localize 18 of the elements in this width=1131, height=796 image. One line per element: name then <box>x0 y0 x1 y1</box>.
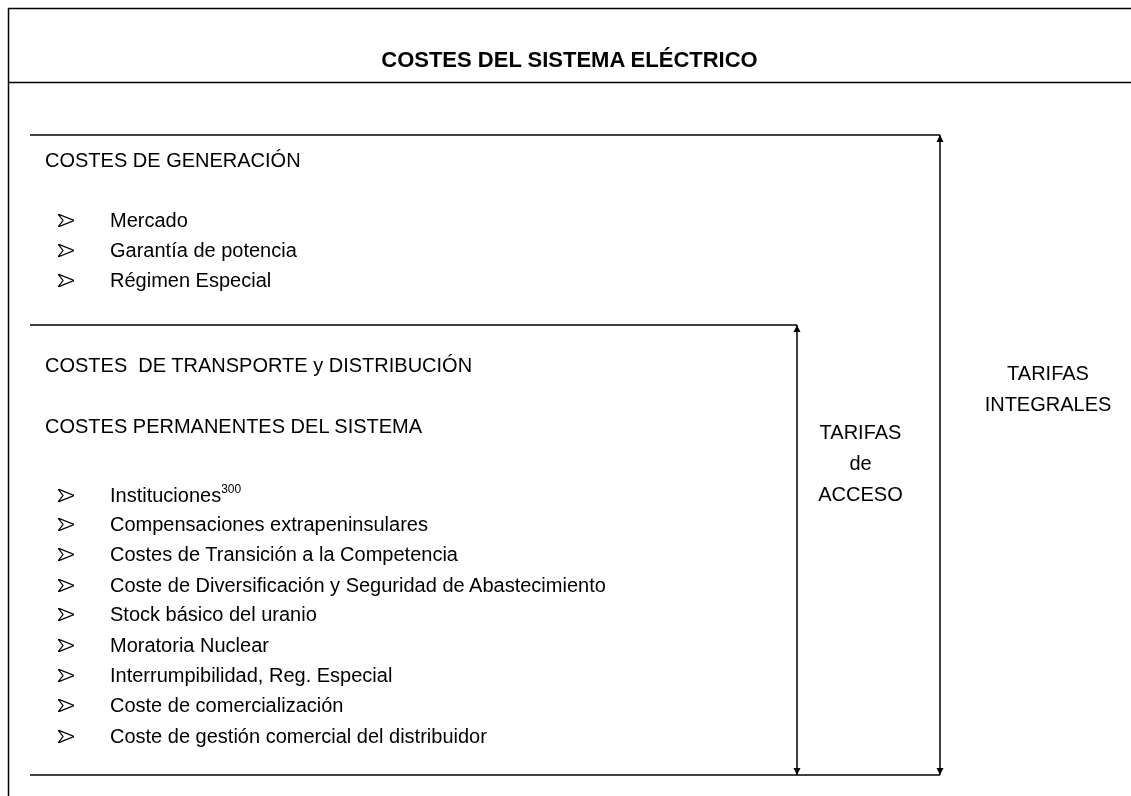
list-item: Moratoria Nuclear <box>110 633 269 657</box>
list-item: Interrumpibilidad, Reg. Especial <box>110 663 393 687</box>
list-item: Compensaciones extrapeninsulares <box>110 512 428 536</box>
list-item: Instituciones$^{300}$ <box>110 483 242 507</box>
list-item: Stock básico del uranio <box>110 602 317 626</box>
title: COSTES DEL SISTEMA ELÉCTRICO <box>380 46 759 74</box>
list-item: Régimen Especial <box>110 268 272 292</box>
list-item: Coste de Diversificación y Seguridad de Abastecimiento <box>110 573 606 597</box>
list-item: Garantía de potencia <box>110 238 297 262</box>
bracket-label: TARIFAS INTEGRALES <box>983 361 1113 417</box>
list-item: Costes de Transición a la Competencia <box>110 542 458 566</box>
section-heading: COSTES DE GENERACIÓN <box>45 148 301 172</box>
bracket-label: TARIFAS de ACCESO <box>817 420 904 507</box>
section-heading: COSTES PERMANENTES DEL SISTEMA <box>45 414 423 438</box>
list-item: Mercado <box>110 208 188 232</box>
list-item: Coste de comercialización <box>110 693 344 717</box>
section-heading: COSTES DE TRANSPORTE y DISTRIBUCIÓN <box>45 353 473 377</box>
list-item: Coste de gestión comercial del distribuidor <box>110 724 487 748</box>
